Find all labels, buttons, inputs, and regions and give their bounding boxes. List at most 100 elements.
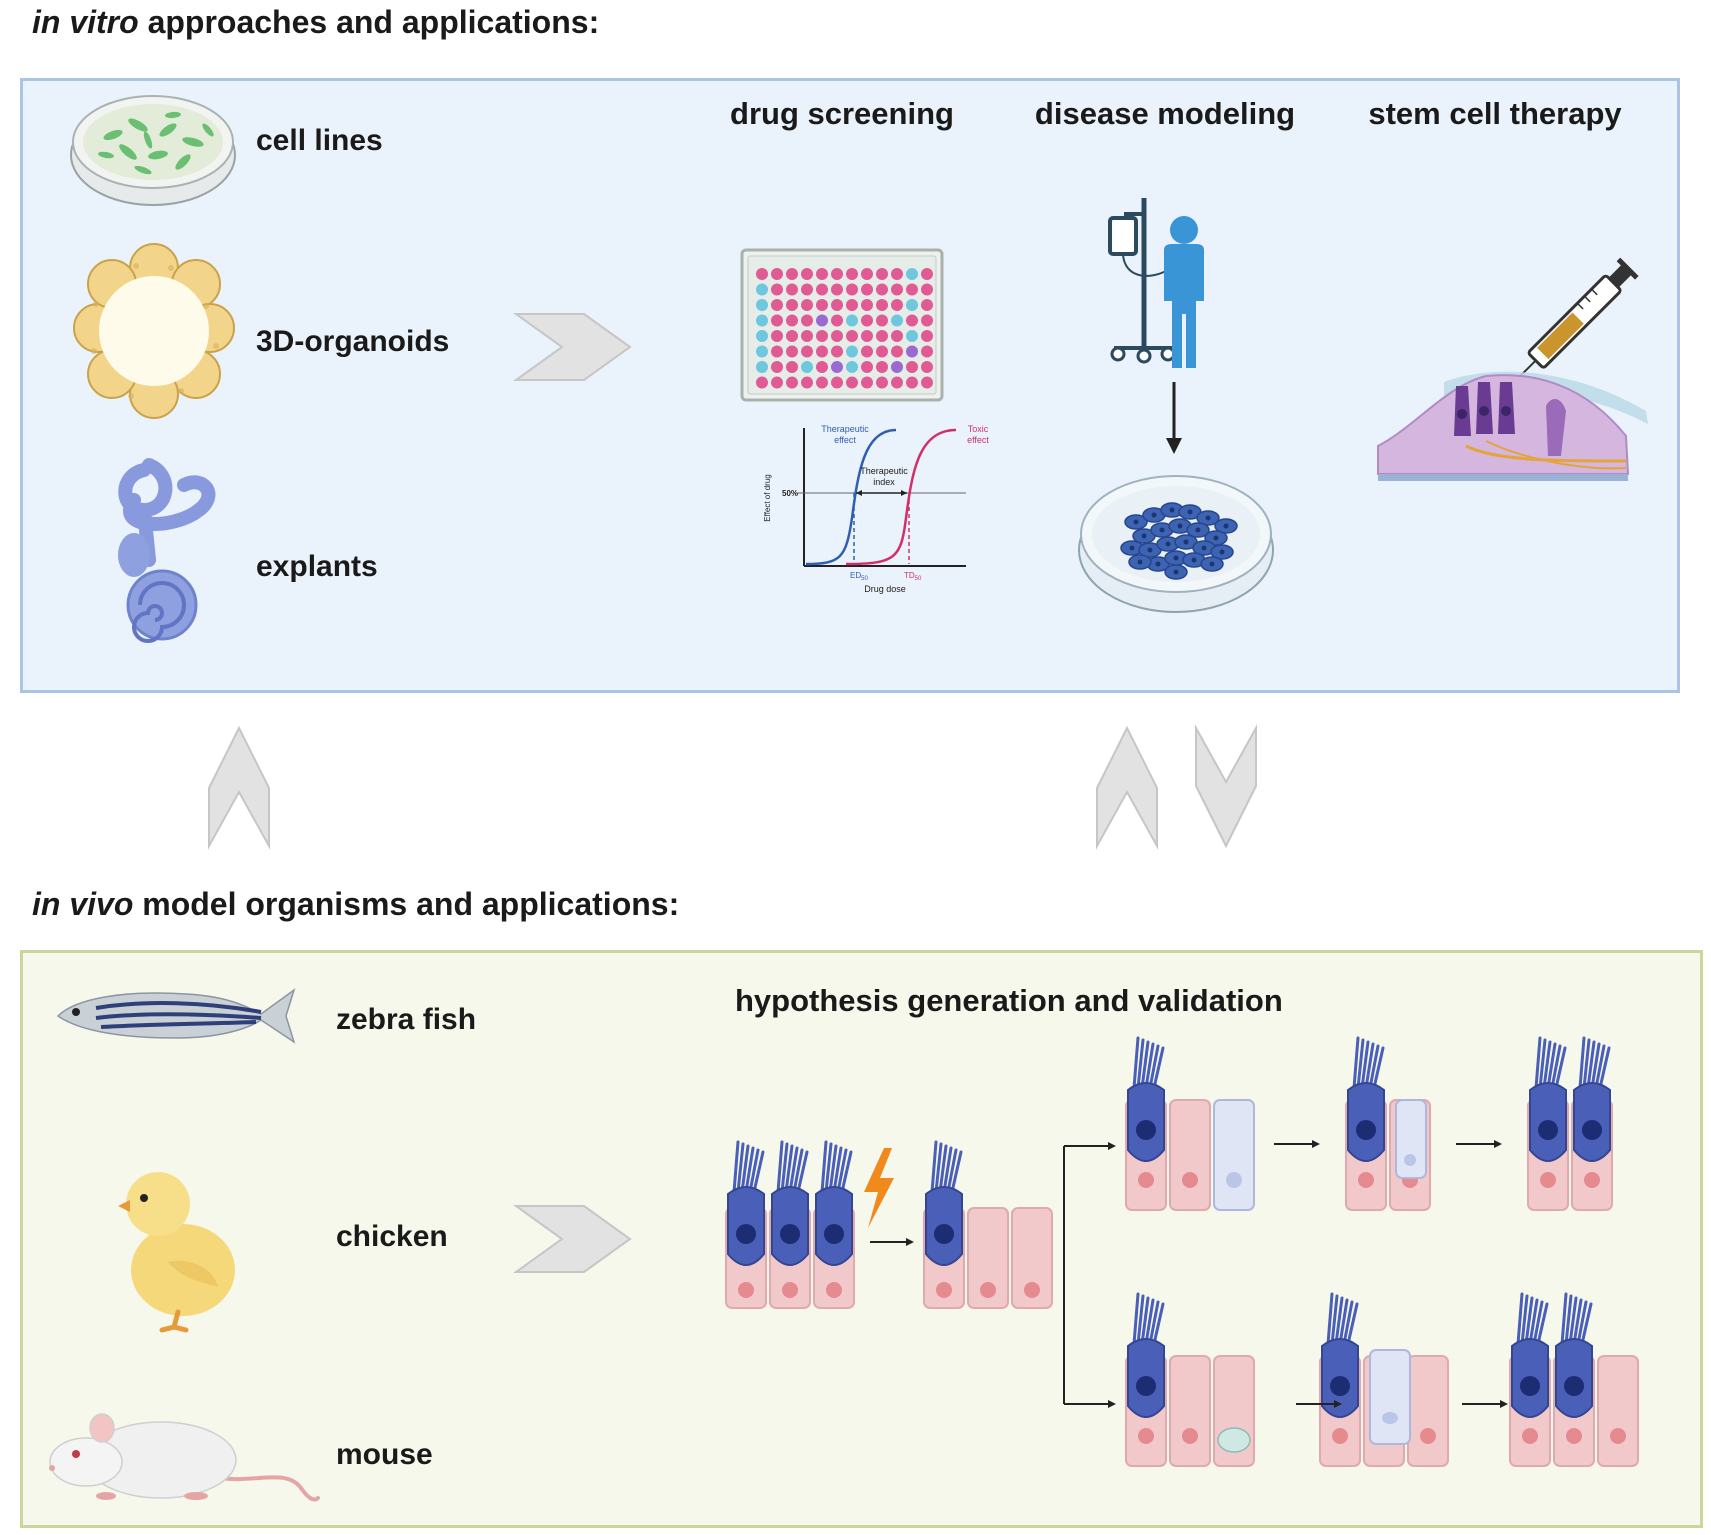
well [801,268,813,280]
patient-cells-dish-icon [1078,475,1274,613]
toxic-curve [845,428,957,566]
ed50-label: ED50 [850,571,868,582]
app-title-disease-modeling: disease modeling [1034,96,1296,131]
supporting-cell [1597,1355,1639,1467]
well [756,361,768,373]
supporting-cell [967,1207,1009,1309]
well [921,314,933,327]
hair-cell [815,1140,853,1266]
well [786,299,798,311]
y-axis-label: Effect of drug [763,474,772,521]
in-vitro-italic: in vitro [32,4,139,40]
arrow-down-icon [1166,382,1182,454]
well [876,314,888,327]
well [921,345,933,358]
well [756,283,768,296]
supporting-nucleus [782,1282,798,1298]
well [906,361,918,373]
chevron-right-icon-vivo [512,1205,632,1273]
well [786,361,798,373]
supporting-nucleus [1138,1172,1154,1188]
chevron-down-icon [1195,724,1257,849]
supporting-nucleus [1584,1172,1600,1188]
well [801,283,813,296]
well [891,330,903,342]
app-title-drug-screening: drug screening [730,96,954,131]
well [906,299,918,311]
well [861,345,873,358]
fifty-label: 50% [782,489,798,498]
well [921,376,933,389]
well [876,299,888,311]
organoid-icon [73,243,235,419]
dose-response-chart: Therapeutic effect Toxic effect Therapeu… [763,424,989,594]
well [906,283,918,296]
well [801,361,813,373]
well [771,268,783,280]
well [906,330,918,342]
well [876,345,888,358]
well [876,361,888,373]
in-vivo-italic: in vivo [32,886,134,922]
well [756,268,768,280]
well [756,314,768,327]
model-label-explants: explants [256,550,378,583]
well [891,361,903,373]
hair-cell [771,1140,809,1266]
well [891,268,903,280]
supporting-nucleus [1138,1428,1154,1444]
model-label-cell-lines: cell lines [256,124,383,157]
supporting-nucleus [1420,1428,1436,1444]
well [816,345,828,358]
supporting-nucleus [738,1282,754,1298]
hair-cell [1127,1292,1165,1418]
well [831,330,843,342]
well [876,268,888,280]
well [756,299,768,311]
well [846,268,858,280]
well [876,330,888,342]
well [891,376,903,389]
in-vitro-heading-rest: approaches and applications: [138,4,600,40]
well [846,283,858,296]
well [906,345,918,358]
chevron-up-icon-right [1096,725,1158,850]
supporting-cell [1169,1099,1211,1211]
supporting-nucleus [1182,1428,1198,1444]
app-title-hypothesis: hypothesis generation and validation [735,983,1283,1018]
model-label-organoids: 3D-organoids [256,325,450,358]
well [816,268,828,280]
well [771,299,783,311]
well [921,299,933,311]
zebrafish-icon [56,988,296,1044]
well [771,283,783,296]
supporting-nucleus [1358,1172,1374,1188]
well [816,330,828,342]
well [771,314,783,327]
toxic-effect-label-1: Toxic [968,424,989,434]
well [906,376,918,389]
lightning-icon [864,1148,894,1228]
well [921,361,933,373]
in-vivo-heading-rest: model organisms and applications: [133,886,680,922]
well [846,345,858,358]
well [876,283,888,296]
well [801,376,813,389]
hair-cell [1529,1036,1567,1162]
hair-cell-regeneration-diagram [725,1036,1639,1467]
well [846,376,858,389]
well [921,283,933,296]
model-label-zebrafish: zebra fish [336,1003,477,1036]
supporting-nucleus [936,1282,952,1298]
well [786,268,798,280]
well [816,299,828,311]
hair-cell [1511,1292,1549,1418]
well [771,330,783,342]
model-label-mouse: mouse [336,1438,433,1471]
inner-ear-icon [118,458,216,643]
well [771,376,783,389]
mouse-icon [49,1413,320,1502]
well [801,330,813,342]
well [756,345,768,358]
well [891,314,903,327]
